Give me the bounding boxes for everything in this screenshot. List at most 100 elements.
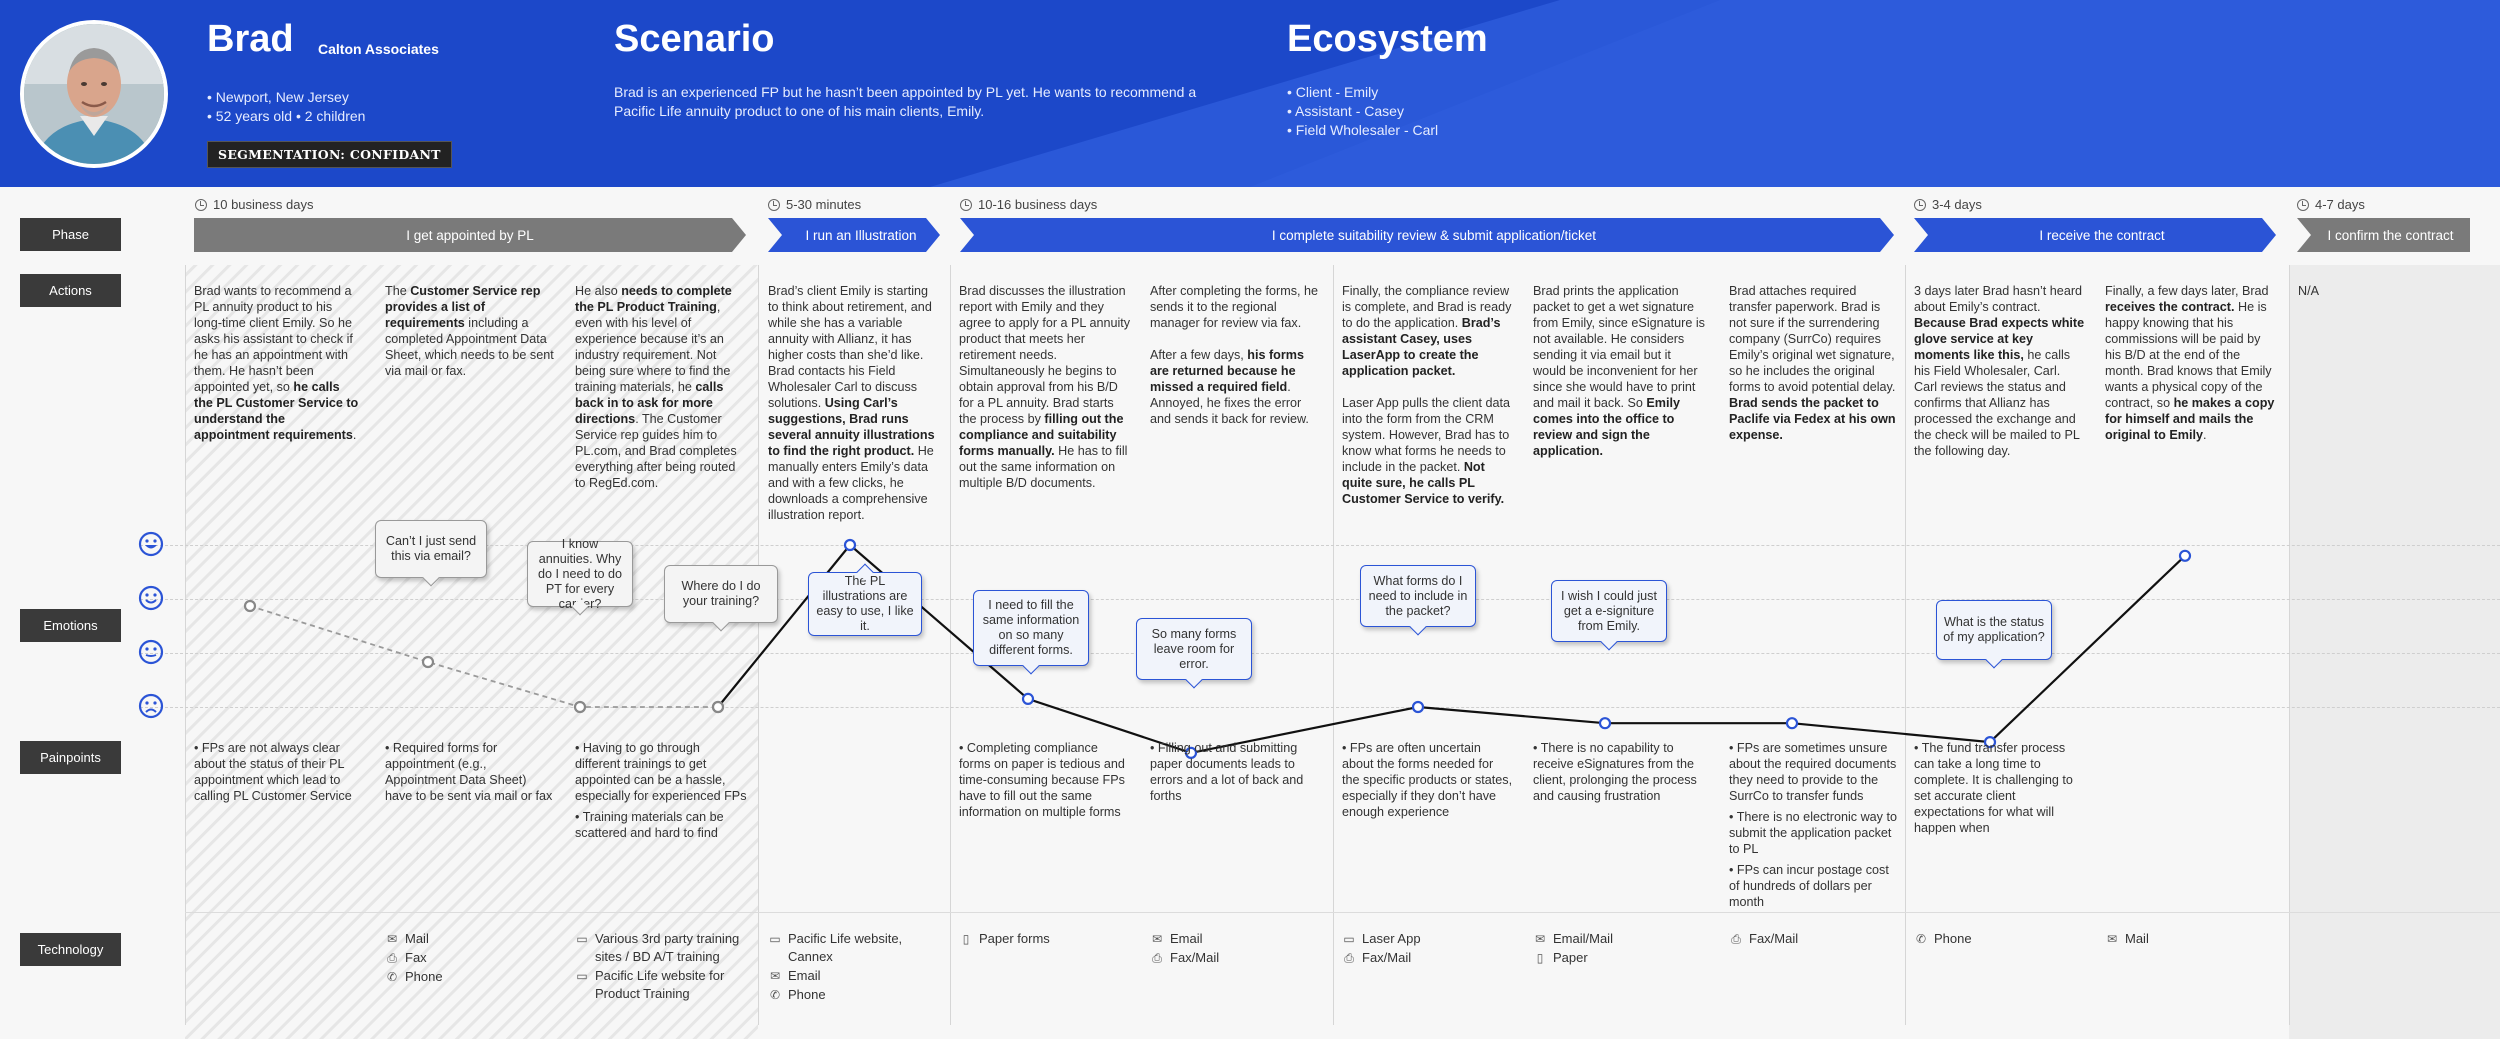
painpoint-item: The fund transfer process can take a lon… [1914, 740, 2086, 836]
technology-list: ✆ Phone [1914, 930, 2086, 949]
phase-duration: 10-16 business days [960, 197, 1097, 212]
emotion-point [1411, 700, 1425, 714]
emotion-point [711, 700, 725, 714]
technology-label: Phone [1934, 931, 1972, 946]
header-background-shape [930, 0, 2500, 187]
paper-icon: ▯ [962, 932, 970, 946]
clock-icon [195, 198, 207, 211]
technology-label: Email [1170, 931, 1203, 946]
action-step: After completing the forms, he sends it … [1150, 284, 1318, 426]
technology-list: ▭Laser App⎙Fax/Mail [1342, 930, 1514, 968]
phase-label: I complete suitability review & submit a… [1271, 227, 1597, 243]
column-divider [185, 265, 186, 1025]
painpoint-item: There is no electronic way to submit the… [1729, 809, 1901, 857]
clock-icon [1914, 198, 1926, 211]
action-step: N/A [2298, 284, 2319, 298]
fax-icon: ⎙ [387, 951, 397, 965]
emotion-point [243, 599, 257, 613]
technology-list: ▭Pacific Life website, Cannex✉Email✆Phon… [768, 930, 940, 1005]
phase-label: I get appointed by PL [406, 227, 534, 243]
technology-list: ✉Email⎙Fax/Mail [1150, 930, 1322, 968]
phase-duration: 10 business days [195, 197, 313, 212]
column-divider [758, 265, 759, 1025]
painpoint-item: FPs are not always clear about the statu… [194, 740, 366, 804]
clock-icon [960, 198, 972, 211]
emotion-quote-bubble: I need to fill the same information on s… [973, 590, 1089, 675]
technology-item: ✉Mail [2105, 930, 2277, 948]
row-label-phase: Phase [20, 218, 121, 251]
avatar-portrait-icon [24, 24, 164, 164]
painpoint-item: Filling out and submitting paper documen… [1150, 740, 1322, 804]
technology-item: ⎙Fax/Mail [1729, 930, 1901, 948]
technology-label: Various 3rd party training sites / BD A/… [595, 931, 740, 964]
row-label-painpoints: Painpoints [20, 741, 121, 774]
happy-face-icon [138, 585, 164, 611]
painpoint-list: FPs are not always clear about the statu… [194, 740, 366, 809]
row-label-emotions: Emotions [20, 609, 121, 642]
painpoint-list: There is no capability to receive eSigna… [1533, 740, 1705, 809]
mail-icon: ✉ [386, 932, 398, 946]
action-step: The Customer Service rep provides a list… [385, 284, 554, 378]
painpoint-list: Filling out and submitting paper documen… [1150, 740, 1322, 809]
technology-item: ⎙Fax [385, 949, 557, 967]
emotion-guide-line [140, 545, 2500, 546]
painpoint-list: Completing compliance forms on paper is … [959, 740, 1131, 825]
technology-label: Laser App [1362, 931, 1421, 946]
emotion-quote-bubble: What is the status of my application? [1936, 600, 2052, 669]
action-step: Brad prints the application packet to ge… [1533, 284, 1705, 458]
emotion-point [1785, 717, 1799, 730]
technology-list: ✉Mail [2105, 930, 2277, 949]
row-label-actions: Actions [20, 274, 121, 307]
persona-avatar [20, 20, 168, 168]
phase-label: I receive the contract [2039, 227, 2165, 243]
emotion-quote-bubble: Can’t I just send this via email? [375, 520, 487, 587]
mail-icon: ✉ [2106, 932, 2118, 946]
action-step: He also needs to complete the PL Product… [575, 284, 737, 490]
row-label-technology: Technology [20, 933, 121, 966]
scenario-text: Brad is an experienced FP but he hasn’t … [614, 84, 1197, 119]
painpoint-list: FPs are often uncertain about the forms … [1342, 740, 1514, 825]
clock-icon [2297, 198, 2309, 211]
painpoint-item: FPs are often uncertain about the forms … [1342, 740, 1514, 820]
technology-item: ▯Paper forms [959, 930, 1131, 948]
persona-header: Brad Calton Associates • Newport, New Je… [0, 0, 2500, 187]
column-divider [2289, 265, 2290, 1025]
emotion-point [2178, 549, 2192, 562]
phone-icon: ✆ [769, 988, 781, 1002]
emotion-point [1021, 692, 1035, 706]
technology-list: ✉Mail⎙Fax✆Phone [385, 930, 557, 987]
monitor-icon: ▭ [1343, 932, 1355, 946]
technology-divider [185, 912, 2500, 913]
action-step: Brad attaches required transfer paperwor… [1729, 284, 1896, 442]
painpoint-item: Required forms for appointment (e.g., Ap… [385, 740, 557, 804]
painpoint-list: Having to go through different trainings… [575, 740, 747, 846]
technology-label: Paper [1553, 950, 1588, 965]
persona-location: • Newport, New Jersey [207, 89, 349, 105]
persona-company: Calton Associates [318, 41, 439, 57]
technology-label: Phone [788, 987, 826, 1002]
fax-icon: ⎙ [1152, 951, 1162, 965]
action-step: Finally, the compliance review is comple… [1342, 284, 1512, 506]
mail-icon: ✉ [1534, 932, 1546, 946]
persona-details: • 52 years old • 2 children [207, 108, 366, 124]
technology-item: ▭ Laser App [1342, 930, 1514, 948]
technology-item: ✉Email [1150, 930, 1322, 948]
technology-label: Email [788, 968, 821, 983]
technology-item: ⎙Fax/Mail [1150, 949, 1322, 967]
ecosystem-title: Ecosystem [1287, 18, 1488, 60]
painpoint-item: Completing compliance forms on paper is … [959, 740, 1131, 820]
phase-arrow-shape [2297, 218, 2470, 252]
emotion-quote-bubble: I know annuities. Why do I need to do PT… [527, 537, 633, 616]
technology-item: ▭Pacific Life website, Cannex [768, 930, 940, 966]
phase-duration: 3-4 days [1914, 197, 1982, 212]
monitor-icon: ▭ [576, 932, 588, 946]
technology-item: ✆ Phone [1914, 930, 2086, 948]
ecosystem-item: • Assistant - Casey [1287, 103, 1404, 119]
phone-icon: ✆ [1915, 932, 1927, 946]
painpoint-item: FPs can incur postage cost of hundreds o… [1729, 862, 1901, 910]
segmentation-badge: SEGMENTATION: CONFIDANT [207, 141, 452, 168]
column-divider [1333, 265, 1334, 1025]
technology-item: ✉Mail [385, 930, 557, 948]
persona-facts: • Newport, New Jersey • 52 years old • 2… [207, 88, 365, 126]
